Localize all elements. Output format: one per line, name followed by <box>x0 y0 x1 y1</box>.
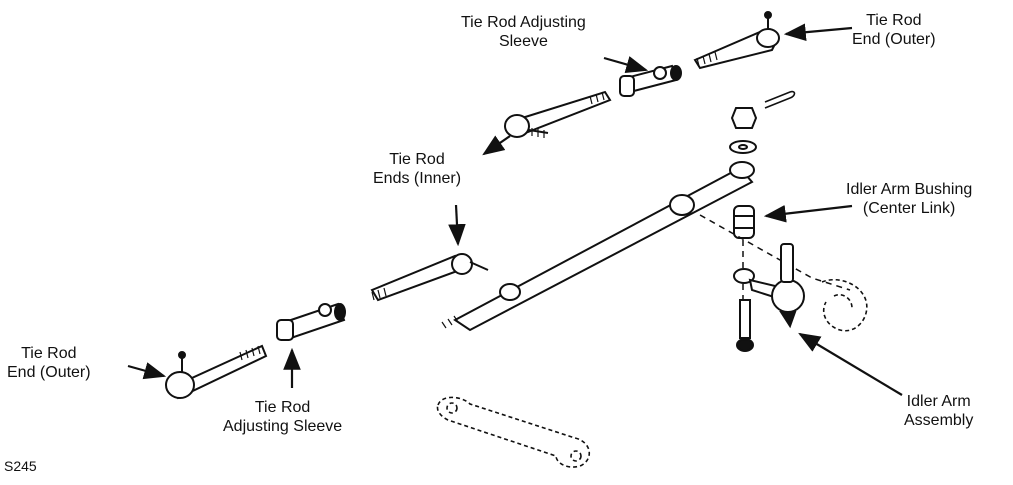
tie-rod-adjusting-sleeve-upper <box>619 64 682 97</box>
idler-arm-bushing <box>733 205 755 239</box>
label-tie-rod-adjusting-sleeve-bottom: Tie Rod Adjusting Sleeve <box>223 398 342 436</box>
tie-rod-end-outer-upper <box>693 11 780 70</box>
label-line: Assembly <box>904 412 974 429</box>
label-line: End (Outer) <box>852 31 936 48</box>
label-line: Adjusting Sleeve <box>223 418 343 435</box>
label-tie-rod-adjusting-sleeve-top: Tie Rod Adjusting Sleeve <box>461 13 586 51</box>
center-link <box>441 161 755 332</box>
mounting-centerline <box>699 214 851 300</box>
figure-code: S245 <box>4 458 37 474</box>
idler-arm-assembly <box>733 243 805 352</box>
label-line: Tie Rod <box>254 399 311 416</box>
leader-arrows <box>127 23 903 396</box>
label-line: Tie Rod <box>866 12 922 29</box>
washer <box>729 140 757 154</box>
label-line: Tie Rod <box>21 345 77 362</box>
label-line: Idler Arm Bushing <box>846 181 973 198</box>
label-line: End (Outer) <box>7 364 91 381</box>
tie-rod-end-inner-upper <box>504 90 612 138</box>
label-idler-arm-assembly: Idler Arm Assembly <box>904 392 973 430</box>
label-tie-rod-ends-inner: Tie Rod Ends (Inner) <box>373 150 461 188</box>
steering-arm-phantom <box>436 396 590 468</box>
cotter-pin <box>764 90 796 109</box>
frame-bracket <box>821 278 868 332</box>
label-tie-rod-end-outer-top: Tie Rod End (Outer) <box>852 11 936 49</box>
label-line: Idler Arm <box>906 393 971 410</box>
label-idler-arm-bushing: Idler Arm Bushing (Center Link) <box>846 180 972 218</box>
tie-rod-end-outer-lower <box>165 344 268 400</box>
label-tie-rod-end-outer-left: Tie Rod End (Outer) <box>7 344 91 382</box>
castle-nut <box>730 107 758 129</box>
label-line: (Center Link) <box>862 200 956 217</box>
tie-rod-adjusting-sleeve-lower <box>276 302 346 341</box>
label-line: Tie Rod Adjusting <box>461 14 586 31</box>
tie-rod-end-inner-lower <box>370 253 489 302</box>
label-line: Tie Rod <box>389 151 445 168</box>
label-line: Ends (Inner) <box>373 170 462 187</box>
label-line: Sleeve <box>498 33 548 50</box>
